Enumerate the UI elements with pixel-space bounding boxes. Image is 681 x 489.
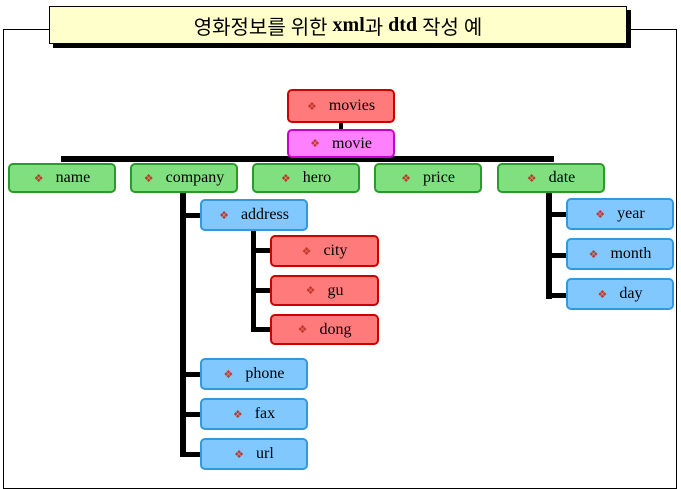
node-fax: ❖ fax: [200, 398, 308, 430]
node-company: ❖ company: [130, 163, 238, 193]
title-part1: 영화정보를 위한: [193, 16, 333, 39]
bullet-icon: ❖: [588, 247, 599, 261]
node-city: ❖ city: [270, 235, 379, 267]
bullet-icon: ❖: [234, 447, 245, 461]
node-address: ❖ address: [200, 199, 308, 231]
bullet-icon: ❖: [401, 171, 411, 185]
node-label: date: [548, 169, 576, 186]
connector-address-trunk: [251, 229, 256, 332]
node-label: movie: [331, 134, 372, 152]
node-year: ❖ year: [566, 198, 674, 230]
node-label: url: [256, 445, 274, 462]
node-movie: ❖ movie: [287, 129, 395, 158]
node-label: year: [617, 205, 645, 222]
node-price: ❖ price: [374, 163, 482, 193]
bullet-icon: ❖: [301, 244, 312, 258]
node-label: movies: [328, 97, 376, 114]
connector-day-branch: [546, 293, 568, 298]
node-label: company: [165, 169, 225, 186]
connector-movies-movie: [339, 121, 343, 131]
connector-gu-branch: [251, 288, 271, 293]
bullet-icon: ❖: [33, 171, 44, 185]
node-label: day: [619, 285, 643, 302]
node-month: ❖ month: [566, 238, 674, 270]
bullet-icon: ❖: [595, 207, 606, 221]
node-label: gu: [327, 281, 344, 299]
bullet-icon: ❖: [306, 99, 317, 113]
node-url: ❖ url: [200, 438, 308, 470]
bullet-icon: ❖: [232, 407, 243, 421]
node-hero: ❖ hero: [252, 163, 360, 193]
node-label: month: [610, 245, 652, 262]
node-date: ❖ date: [497, 163, 605, 193]
bullet-icon: ❖: [526, 171, 537, 185]
connector-url-branch: [180, 452, 202, 457]
bullet-icon: ❖: [305, 284, 316, 297]
title-dtd: dtd: [388, 13, 418, 36]
title-xml: xml: [332, 13, 365, 36]
bullet-icon: ❖: [143, 171, 154, 185]
connector-address-branch: [180, 213, 202, 218]
bullet-icon: ❖: [597, 287, 608, 301]
node-label: name: [55, 169, 91, 186]
node-label: address: [240, 206, 289, 223]
connector-main-bar: [61, 156, 554, 162]
node-label: hero: [302, 169, 332, 186]
title-part2: 과: [364, 16, 389, 39]
node-gu: ❖ gu: [270, 275, 379, 306]
connector-city-branch: [251, 248, 271, 253]
connector-fax-branch: [180, 412, 202, 417]
title-part3: 작성 예: [417, 16, 483, 39]
connector-year-branch: [546, 212, 568, 217]
node-label: fax: [254, 405, 276, 422]
bullet-icon: ❖: [219, 208, 229, 222]
node-phone: ❖ phone: [200, 358, 308, 390]
bullet-icon: ❖: [223, 367, 234, 381]
node-dong: ❖ dong: [270, 314, 379, 345]
node-label: price: [422, 169, 455, 186]
connector-dong-branch: [251, 327, 271, 332]
node-label: phone: [245, 365, 285, 382]
connector-phone-branch: [180, 372, 202, 377]
bullet-icon: ❖: [310, 137, 320, 150]
node-name: ❖ name: [8, 163, 116, 193]
bullet-icon: ❖: [280, 171, 291, 185]
node-movies: ❖ movies: [287, 89, 395, 123]
connector-date-trunk: [546, 192, 552, 299]
node-label: dong: [319, 320, 352, 338]
connector-company-trunk: [180, 192, 186, 456]
bullet-icon: ❖: [297, 323, 308, 336]
node-day: ❖ day: [566, 278, 674, 310]
node-label: city: [323, 242, 348, 259]
connector-month-branch: [546, 253, 568, 258]
